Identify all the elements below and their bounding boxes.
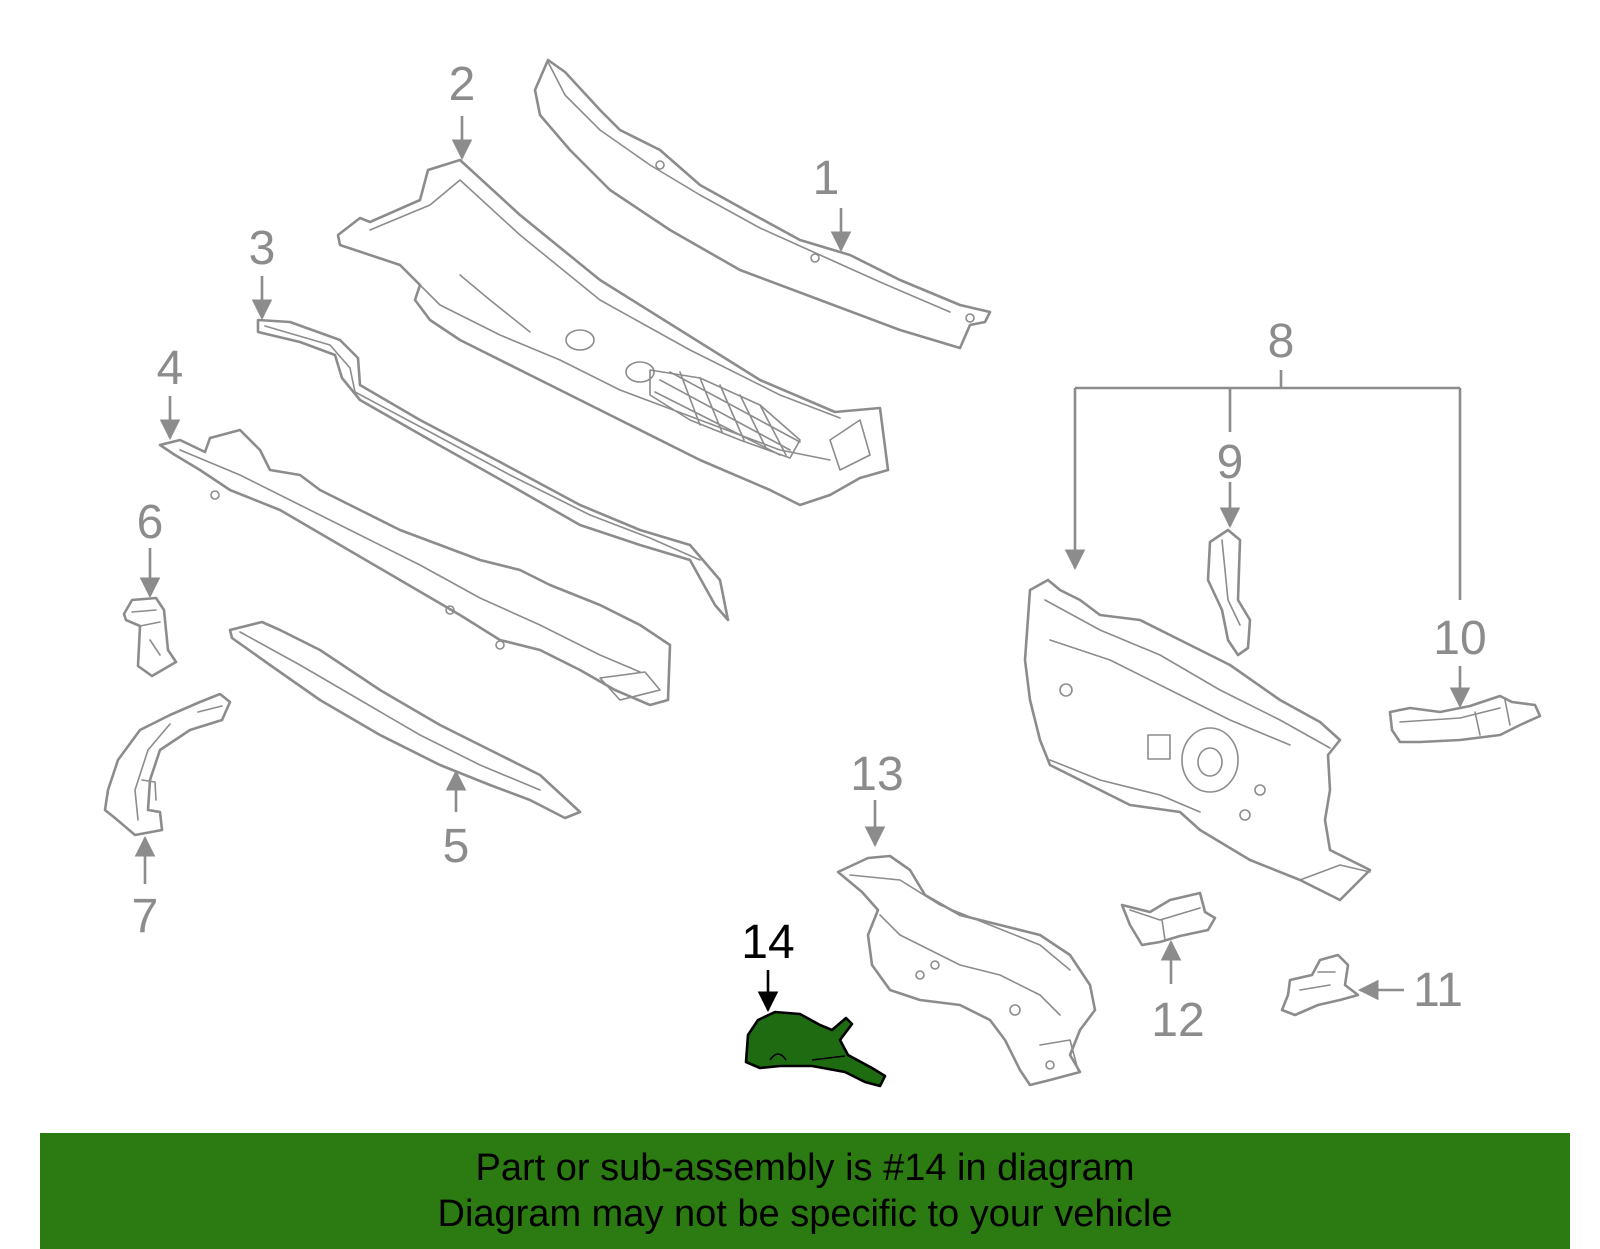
part-4-shape (158, 428, 672, 707)
label-part-4: 4 (157, 342, 184, 395)
part-10-shape (1388, 694, 1542, 744)
part-9-shape (1206, 528, 1252, 657)
label-part-9: 9 (1217, 436, 1244, 489)
label-part-12: 12 (1151, 994, 1204, 1047)
part-13-shape (836, 854, 1097, 1087)
label-part-8: 8 (1268, 315, 1295, 368)
label-part-13: 13 (850, 748, 903, 801)
info-banner: Part or sub-assembly is #14 in diagram D… (40, 1133, 1570, 1249)
part-6-shape (122, 596, 178, 678)
part-5-shape (228, 620, 582, 820)
part-8-shape (1023, 578, 1372, 902)
label-part-1: 1 (813, 152, 840, 205)
label-part-5: 5 (443, 820, 470, 873)
part-7-shape (103, 692, 232, 837)
part-12-shape (1120, 891, 1217, 947)
part-1-shape (533, 58, 992, 350)
label-part-7: 7 (132, 890, 159, 943)
banner-line-1: Part or sub-assembly is #14 in diagram (475, 1147, 1135, 1189)
label-part-3: 3 (249, 222, 276, 275)
banner-background (40, 1133, 1570, 1249)
part-2-shape (336, 158, 890, 507)
part-14-shape (744, 1010, 887, 1088)
part-8-bracket (1064, 370, 1462, 600)
label-part-10: 10 (1433, 612, 1486, 665)
label-part-14: 14 (741, 916, 794, 969)
label-part-11: 11 (1413, 964, 1463, 1017)
label-part-6: 6 (137, 496, 164, 549)
part-3-shape (256, 318, 730, 622)
part-11-shape (1280, 953, 1360, 1017)
label-part-2: 2 (449, 58, 476, 111)
banner-line-2: Diagram may not be specific to your vehi… (437, 1193, 1173, 1235)
leader-lines (134, 116, 1471, 1013)
